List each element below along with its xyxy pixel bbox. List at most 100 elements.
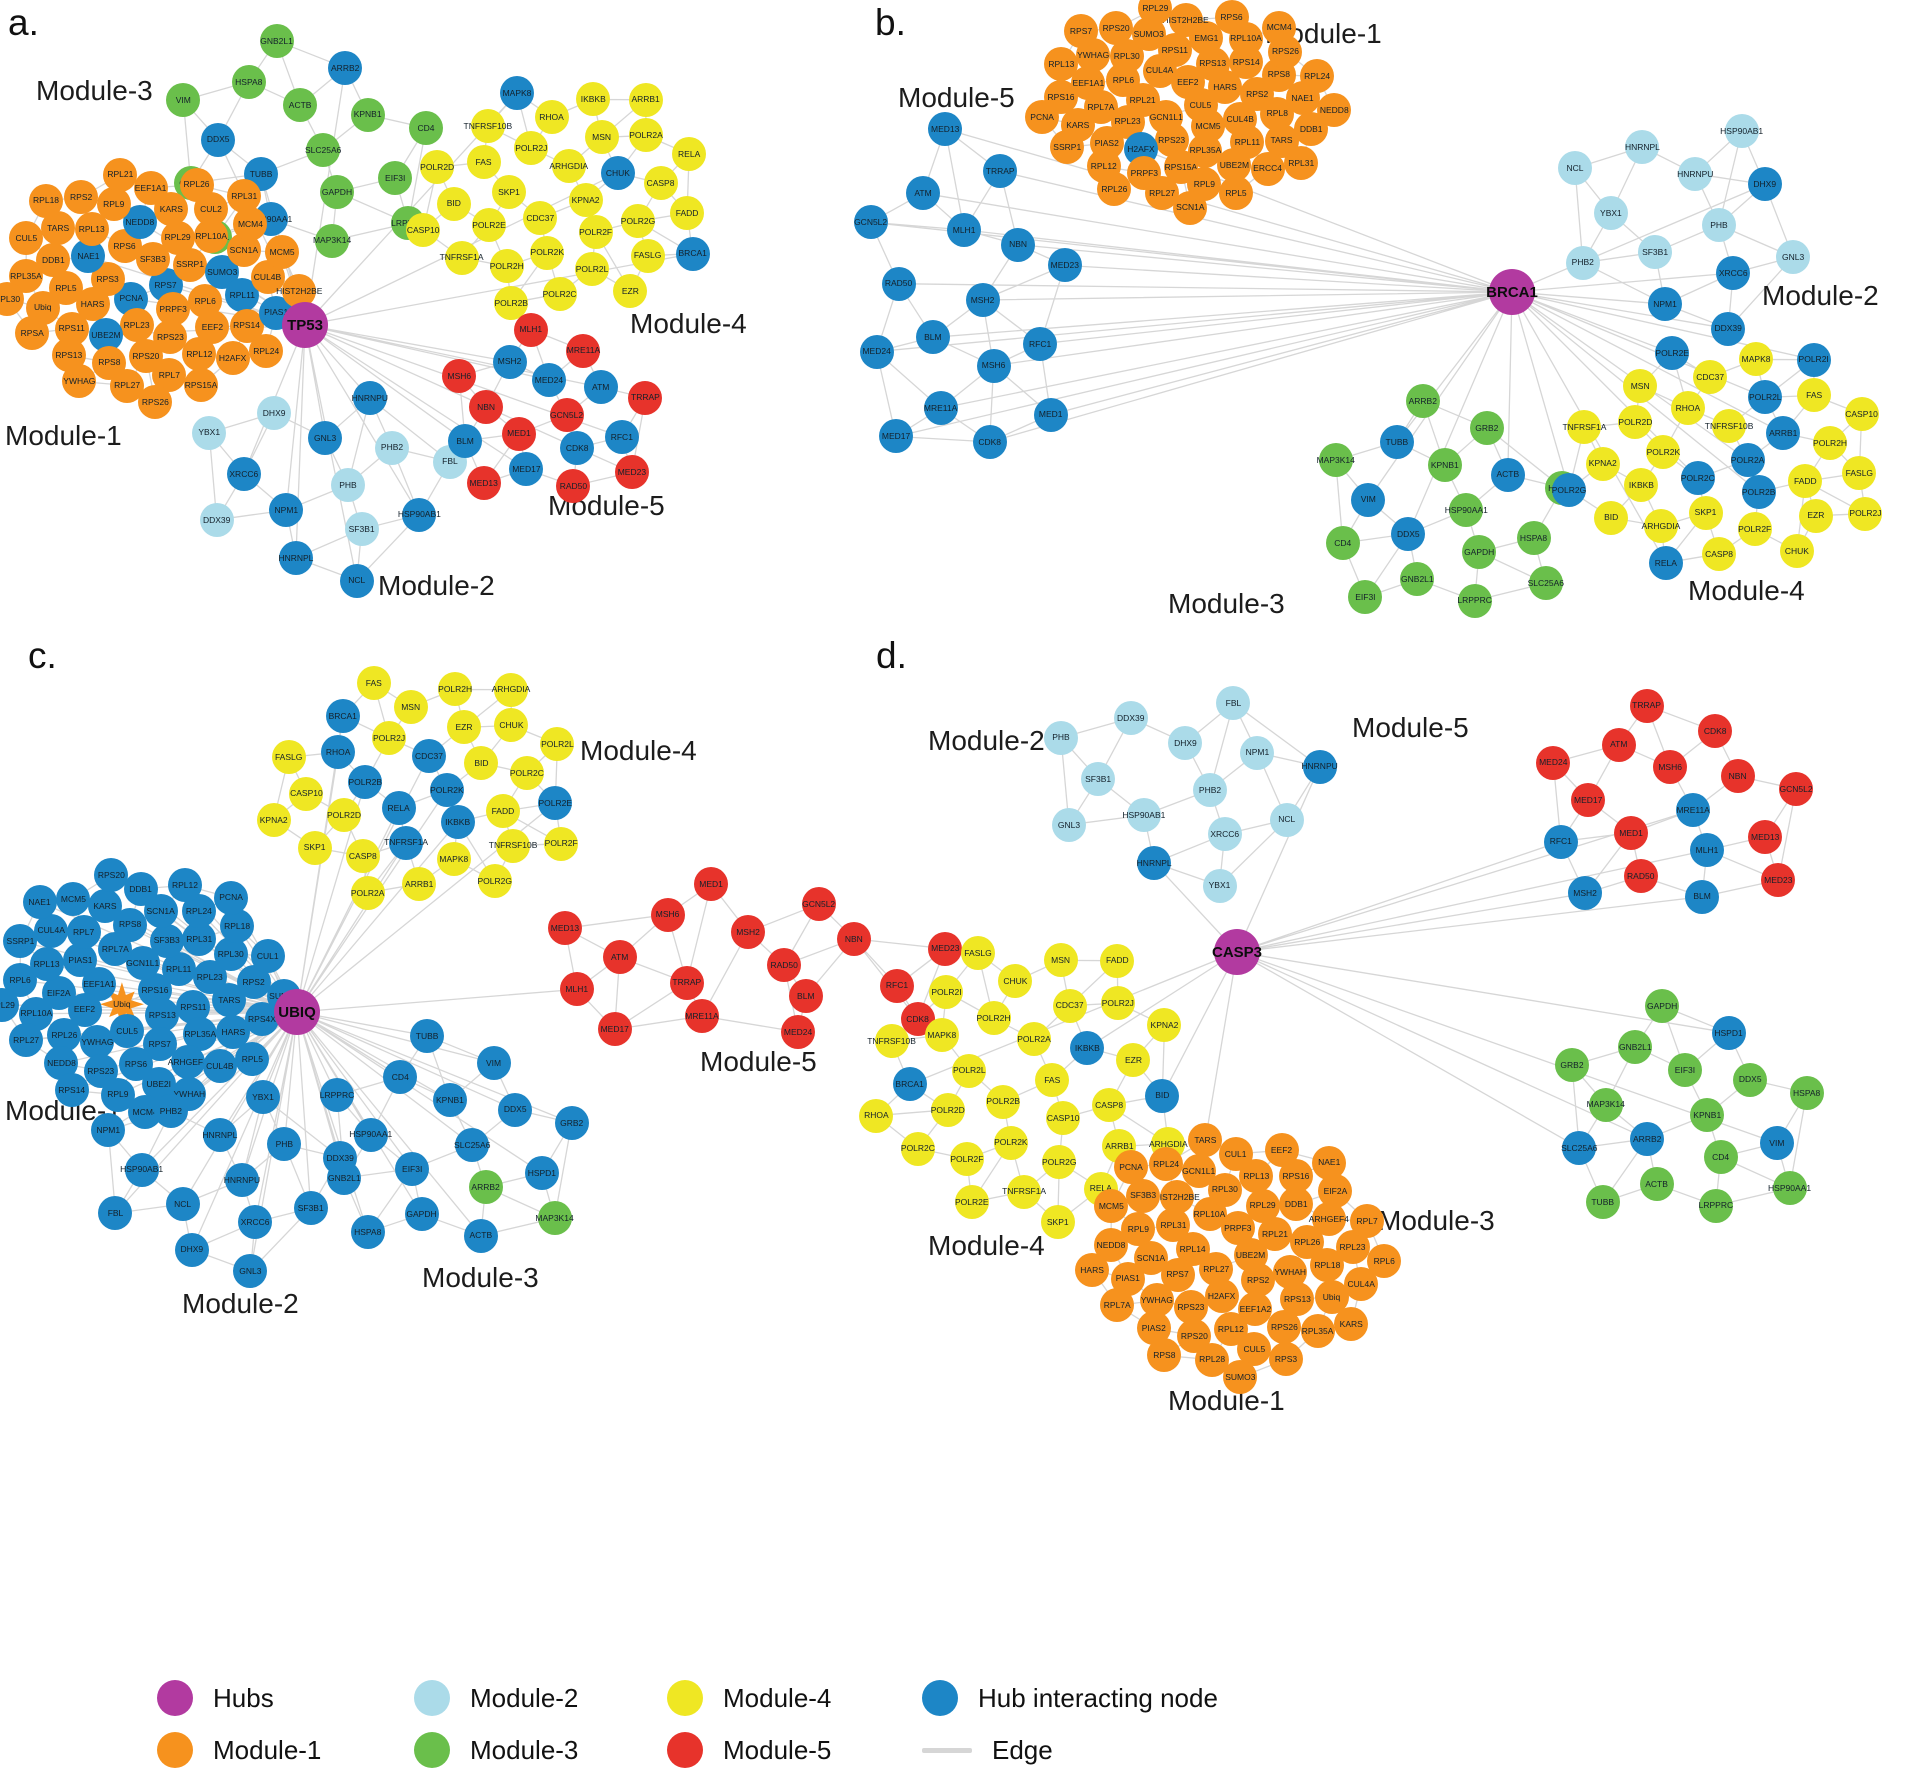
node-polr2k: POLR2K (429, 773, 464, 807)
node-ezr: EZR (613, 274, 648, 309)
node-fbl: FBL (98, 1196, 133, 1231)
node-bid: BID (1594, 500, 1629, 535)
node-med23: MED23 (928, 931, 963, 966)
node-ezr: EZR (1116, 1043, 1151, 1077)
node-mlh1: MLH1 (1689, 833, 1724, 868)
legend-item-module-2: Module-2 (414, 1676, 667, 1720)
node-fadd: FADD (1788, 464, 1823, 499)
node-vim: VIM (1351, 482, 1386, 517)
node-rpl5: RPL5 (1219, 175, 1254, 210)
node-faslg: FASLG (630, 238, 665, 273)
node-hspd1: HSPD1 (524, 1156, 559, 1191)
node-casp10: CASP10 (1844, 397, 1879, 432)
node-rps23: RPS23 (1173, 1290, 1208, 1325)
node-polr2c: POLR2C (509, 756, 544, 791)
legend-item-module-4: Module-4 (667, 1676, 922, 1720)
node-nbn: NBN (836, 921, 871, 956)
node-chuk: CHUK (998, 964, 1033, 999)
hub-node-ubiq: UBIQ (274, 989, 320, 1035)
node-ncl: NCL (165, 1186, 200, 1221)
node-rpl26: RPL26 (1097, 172, 1132, 207)
node-rpsa: RPSA (15, 316, 50, 351)
panel-letter-b: b. (875, 2, 906, 43)
node-sf3b3: SF3B3 (149, 923, 184, 958)
node-lrpprc: LRPPRC (1457, 583, 1492, 618)
node-casp8: CASP8 (345, 839, 380, 874)
node-sf3b1: SF3B1 (344, 512, 379, 547)
node-mcm5: MCM5 (56, 881, 91, 916)
node-rps11: RPS11 (1157, 33, 1192, 68)
node-ezr: EZR (1798, 498, 1833, 533)
edges-d-module-4 (875, 952, 1169, 1223)
node-polr2g: POLR2G (1552, 472, 1586, 507)
module-label-d-module-4: Module-4 (928, 1230, 1045, 1261)
node-med13: MED13 (928, 112, 963, 146)
node-rpl31: RPL31 (1156, 1208, 1191, 1243)
node-ybx1: YBX1 (192, 415, 227, 450)
node-cul5: CUL5 (110, 1014, 145, 1049)
node-arhgef4: ARHGEF4 (1309, 1201, 1349, 1236)
node-rps14: RPS14 (229, 308, 264, 343)
node-mre11a: MRE11A (1676, 793, 1711, 827)
node-blm: BLM (915, 320, 950, 355)
node-tnfrsf10b: TNFRSF10B (867, 1024, 916, 1059)
node-rpl23: RPL23 (119, 307, 154, 342)
node-gnl3: GNL3 (1052, 807, 1086, 842)
legend-label-module-3: Module-3 (470, 1734, 579, 1765)
node-xrcc6: XRCC6 (1716, 256, 1751, 291)
node-cul4b: CUL4B (202, 1048, 237, 1083)
node-gcn5l2: GCN5L2 (549, 398, 584, 432)
panel-letter-a: a. (8, 2, 39, 43)
node-hnrnpu: HNRNPU (352, 381, 388, 416)
node-polr2j: POLR2J (514, 131, 549, 166)
node-polr2l: POLR2L (540, 727, 575, 762)
node-kpnb1: KPNB1 (1427, 448, 1462, 483)
node-hnrnpl: HNRNPL (202, 1117, 237, 1152)
node-rpl29: RPL29 (160, 220, 195, 255)
node-polr2i: POLR2I (929, 975, 964, 1010)
node-skp1: SKP1 (1040, 1205, 1075, 1240)
node-polr2a: POLR2A (350, 875, 385, 910)
node-polr2k: POLR2K (530, 235, 565, 270)
node-nedd8: NEDD8 (1317, 93, 1352, 128)
node-ubiq: Ubiq (1314, 1280, 1349, 1315)
node-tars: TARS (1188, 1122, 1223, 1157)
module-label-b-module-2: Module-2 (1762, 280, 1879, 311)
node-mapk8: MAPK8 (924, 1018, 959, 1053)
node-med1: MED1 (694, 867, 729, 902)
node-cd4: CD4 (409, 110, 444, 145)
node-rpl24: RPL24 (1300, 59, 1335, 94)
node-fadd: FADD (1100, 943, 1135, 978)
node-gapdh: GAPDH (404, 1197, 439, 1232)
node-msn: MSN (1043, 943, 1078, 978)
node-gcn1l1: GCN1L1 (1181, 1153, 1216, 1188)
node-hsp90ab1: HSP90AB1 (120, 1152, 163, 1187)
hub-node-brca1: BRCA1 (1486, 269, 1538, 315)
node-casp10: CASP10 (289, 776, 324, 811)
node-arhgef4: ARHGEF4 (168, 1044, 208, 1079)
hub-node-tp53: TP53 (282, 302, 328, 348)
node-polr2c: POLR2C (542, 276, 577, 311)
node-hist2h2be: HIST2H2BE (1162, 3, 1209, 38)
node-tnfrsf10b: TNFRSF10B (1705, 408, 1753, 443)
node-med13: MED13 (466, 466, 501, 501)
node-polr2h: POLR2H (438, 672, 472, 707)
node-polr2d: POLR2D (326, 798, 361, 833)
node-ywhag: YWHAG (80, 1025, 115, 1060)
node-pcna: PCNA (1114, 1150, 1149, 1185)
node-phb: PHB (267, 1127, 302, 1162)
hub-node-casp3: CASP3 (1212, 929, 1262, 975)
node-rpl7a: RPL7A (98, 932, 133, 967)
node-sf3b3: SF3B3 (1126, 1178, 1161, 1213)
legend-label-edge: Edge (992, 1734, 1053, 1765)
node-rps6: RPS6 (1214, 0, 1249, 35)
node-hsp90ab1: HSP90AB1 (398, 497, 441, 532)
node-hspa8: HSPA8 (350, 1215, 385, 1250)
node-arhgdia: ARHGDIA (549, 148, 588, 183)
node-sf3b1: SF3B1 (1081, 762, 1116, 797)
node-skp1: SKP1 (297, 830, 332, 865)
node-hnrnpl: HNRNPL (278, 540, 313, 575)
node-gcn5l2: GCN5L2 (1779, 771, 1814, 806)
node-bid: BID (1145, 1078, 1180, 1113)
node-brca1: BRCA1 (325, 699, 360, 734)
